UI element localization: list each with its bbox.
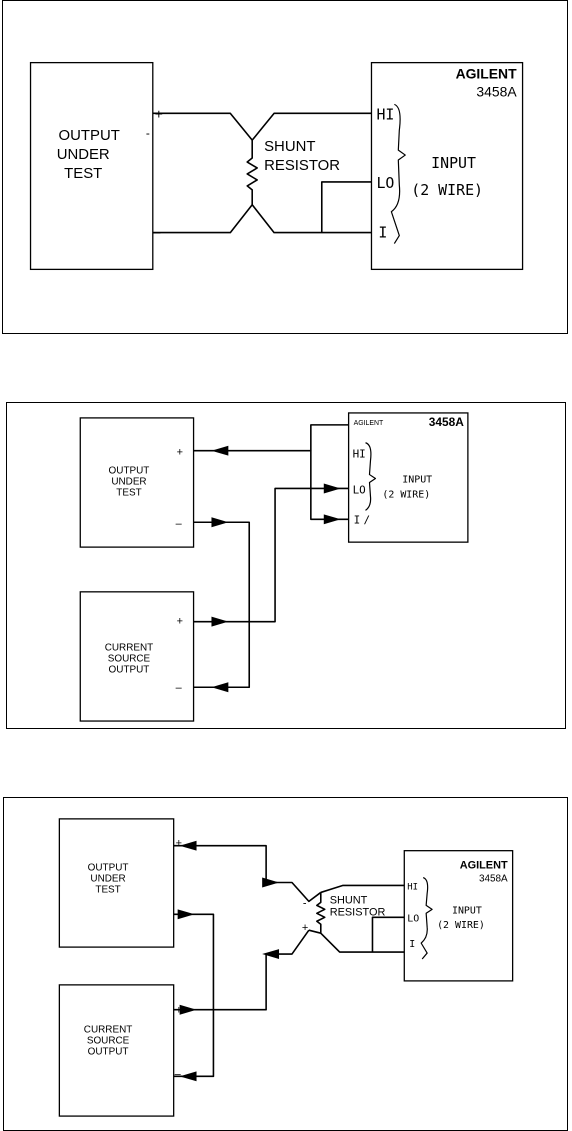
meter-lo-terminal: LO: [353, 483, 366, 496]
meter-lo-terminal: LO: [407, 913, 419, 924]
meter-hi-terminal: HI: [407, 882, 418, 892]
arrow-source-minus: [179, 1071, 197, 1082]
arrow-lo-wire: [323, 483, 341, 494]
output-box-label-3: TEST: [95, 884, 120, 895]
arrow-source-minus: [211, 682, 229, 693]
current-source-label-2: SOURCE: [87, 1036, 130, 1047]
lo-wire: [371, 916, 405, 953]
shunt-plus-mark: +: [302, 922, 308, 934]
meter-input-label-1: INPUT: [452, 905, 482, 916]
output-box-label-3: TEST: [64, 166, 102, 182]
meter-input-bracket: [390, 103, 406, 244]
meter-i-terminal: I: [409, 939, 415, 950]
arrow-i-wire: [323, 514, 341, 525]
output-under-test-box: [58, 818, 175, 948]
shunt-top-lead: [320, 884, 405, 894]
output-minus-terminal: –: [176, 518, 183, 530]
arrow-hi-wire: [211, 445, 229, 456]
arrow-output-plus: [179, 840, 197, 851]
shunt-minus-mark: -: [303, 897, 307, 909]
output-minus-wire: [173, 913, 215, 1078]
arrow-source-plus: [179, 1004, 197, 1015]
meter-input-label-1: INPUT: [431, 154, 476, 172]
arrow-shunt-left: [262, 949, 280, 960]
meter-lo-terminal: LO: [376, 174, 394, 192]
output-plus-terminal: +: [177, 447, 183, 459]
output-dot-mark: -: [146, 126, 150, 140]
lo-wire: [320, 181, 372, 233]
current-source-label-1: CURRENT: [84, 1025, 133, 1036]
diagram-2-svg: OUTPUT UNDER TEST + – CURRENT SOURCE OUT…: [79, 412, 469, 722]
shunt-label-2: RESISTOR: [330, 906, 386, 918]
current-source-plus-terminal: +: [177, 616, 183, 628]
current-source-minus-terminal: –: [176, 682, 183, 694]
output-minus-terminal: –: [153, 224, 161, 240]
output-under-test-box: [29, 61, 154, 271]
meter-model: 3458A: [429, 415, 464, 429]
top-wire: [152, 112, 372, 141]
meter-brand: AGILENT: [460, 860, 508, 872]
output-plus-terminal: +: [176, 838, 182, 850]
current-source-label-3: OUTPUT: [109, 664, 150, 675]
meter-hi-terminal: HI: [376, 105, 394, 123]
meter-brand: AGILENT: [456, 66, 518, 82]
current-source-label-3: OUTPUT: [88, 1046, 129, 1057]
output-box-label-1: OUTPUT: [59, 128, 120, 144]
meter-model: 3458A: [476, 83, 517, 99]
shunt-bottom-lead: [308, 929, 405, 953]
bottom-wire: [152, 203, 372, 234]
diagram-3-svg: OUTPUT UNDER TEST + – CURRENT SOURCE OUT…: [58, 818, 514, 1117]
meter-i-terminal: I: [378, 224, 387, 242]
current-source-box: [79, 591, 195, 722]
agilent-meter-box: [347, 412, 469, 543]
arrow-source-plus: [211, 616, 229, 627]
meter-input-label-1: INPUT: [402, 475, 432, 486]
meter-input-bracket: [420, 876, 433, 960]
output-box-label-2: UNDER: [57, 147, 110, 163]
output-under-test-box: [79, 417, 195, 548]
meter-input-label-2: (2 WIRE): [411, 181, 483, 199]
agilent-meter-box: [403, 850, 514, 982]
output-box-label-2: UNDER: [111, 476, 146, 487]
diagram-2-panel: OUTPUT UNDER TEST + – CURRENT SOURCE OUT…: [6, 402, 566, 729]
output-box-label-1: OUTPUT: [88, 863, 129, 874]
diagram-1-svg: OUTPUT UNDER TEST + - – SHUNT RESISTOR A…: [29, 61, 524, 271]
meter-i-slash: /: [364, 513, 371, 526]
agilent-meter-box: [370, 61, 524, 271]
meter-brand: AGILENT: [354, 420, 384, 427]
shunt-label-1: SHUNT: [264, 139, 315, 155]
shunt-resistor-zigzag: [316, 892, 326, 934]
neg-wire: [193, 521, 251, 689]
output-box-label-2: UNDER: [90, 873, 125, 884]
arrow-shunt-right: [262, 877, 280, 888]
hi-wire: [193, 424, 349, 452]
meter-input-label-2: (2 WIRE): [382, 489, 430, 500]
arrow-output-minus: [177, 909, 195, 920]
diagram-1-panel: OUTPUT UNDER TEST + - – SHUNT RESISTOR A…: [2, 0, 568, 334]
current-source-label-2: SOURCE: [108, 653, 151, 664]
arrow-output-minus: [211, 517, 229, 528]
current-source-plus-terminal: +: [176, 1005, 182, 1017]
output-plus-wire: [173, 844, 322, 903]
current-source-minus-terminal: –: [175, 1068, 182, 1080]
lo-wire: [193, 487, 349, 623]
output-box-label-1: OUTPUT: [109, 466, 150, 477]
output-box-label-3: TEST: [116, 487, 141, 498]
current-source-box: [58, 984, 175, 1117]
meter-input-label-2: (2 WIRE): [437, 920, 485, 931]
shunt-label-1: SHUNT: [330, 894, 368, 906]
meter-input-bracket: [365, 442, 377, 511]
meter-i-terminal: I: [354, 513, 361, 526]
source-plus-wire: [173, 929, 310, 1011]
i-wire: [310, 450, 349, 521]
shunt-label-2: RESISTOR: [264, 158, 340, 174]
diagram-3-panel: OUTPUT UNDER TEST + – CURRENT SOURCE OUT…: [3, 797, 568, 1131]
meter-hi-terminal: HI: [353, 448, 366, 461]
shunt-resistor-zigzag: [246, 140, 258, 205]
meter-model: 3458A: [479, 873, 508, 884]
current-source-label-1: CURRENT: [105, 642, 154, 653]
